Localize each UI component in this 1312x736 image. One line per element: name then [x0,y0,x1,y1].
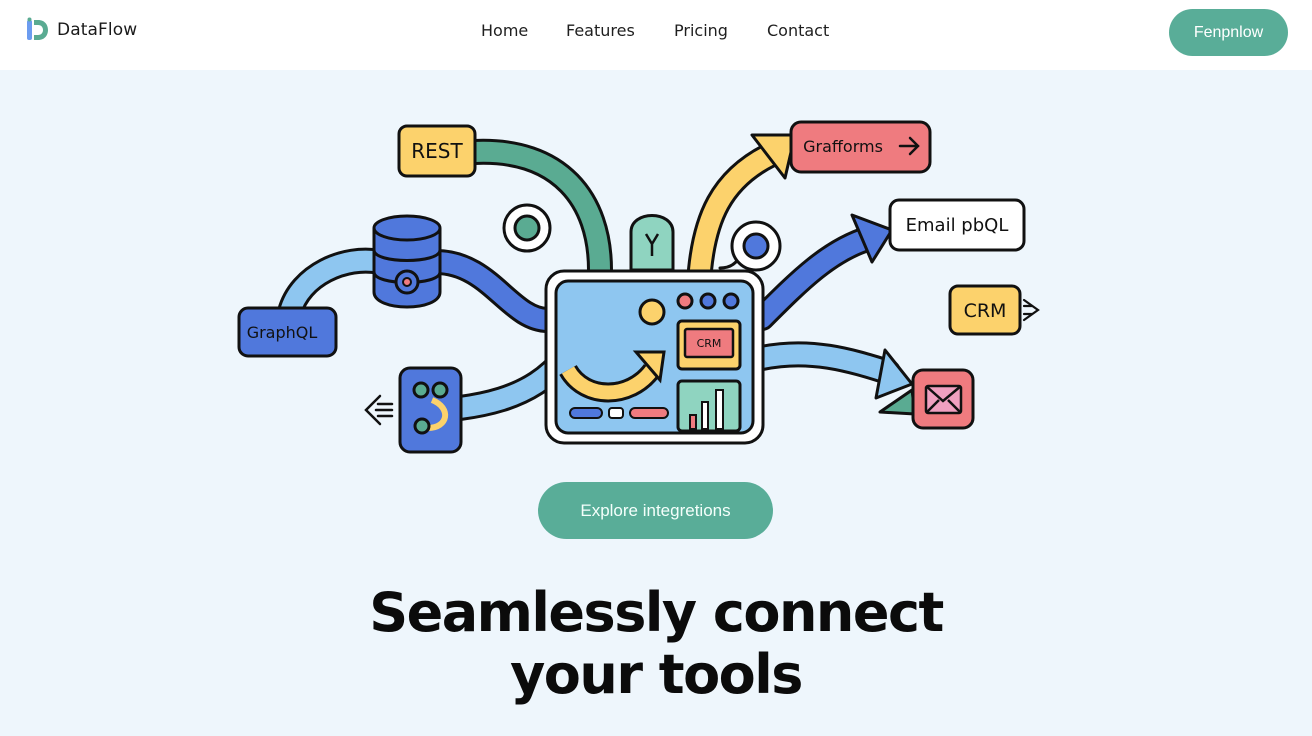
explore-integrations-button[interactable]: Explore integretions [538,482,773,539]
arrow-right-icon [898,136,920,156]
chip-graphql[interactable]: GraphQL [237,306,338,358]
brand[interactable]: DataFlow [26,17,137,43]
chip-graphql-label: GraphQL [247,323,318,342]
connector-tag [629,214,675,272]
lines-icon [364,394,394,426]
nav-pricing[interactable]: Pricing [674,21,728,40]
chip-crm-label: CRM [964,300,1007,322]
chip-grafforms[interactable]: Grafforms [789,120,932,174]
node-icon [730,220,782,272]
brand-logo-icon [27,17,48,40]
screen-label: CRM [697,337,722,350]
lines-icon [1022,298,1040,322]
database-icon [372,214,442,309]
main-nav: Home Features Pricing Contact [0,21,1312,45]
headline-line-1: Seamlessly connect [369,581,944,644]
top-navigation-bar: DataFlow Home Features Pricing Contact F… [0,0,1312,70]
mail-icon[interactable] [911,368,975,430]
integration-node-box[interactable] [398,366,463,454]
nav-home[interactable]: Home [481,21,529,40]
chip-rest-label: REST [411,139,463,163]
chip-rest[interactable]: REST [397,124,477,178]
node-icon [502,203,552,253]
central-hub[interactable]: CRM [544,269,765,445]
chip-email-label: Email pbQL [906,215,1009,236]
nav-features[interactable]: Features [566,21,635,40]
hero-headline: Seamlessly connect your tools [0,582,1312,706]
nav-contact[interactable]: Contact [767,21,830,40]
headline-line-2: your tools [510,643,803,706]
chip-email[interactable]: Email pbQL [888,198,1026,252]
chart-icon [676,379,742,433]
chip-grafforms-label: Grafforms [803,137,883,156]
brand-name: DataFlow [57,20,138,40]
chip-crm[interactable]: CRM [948,284,1040,336]
header-cta-button[interactable]: Fenpnlow [1169,9,1288,56]
connector-lines [277,133,917,421]
